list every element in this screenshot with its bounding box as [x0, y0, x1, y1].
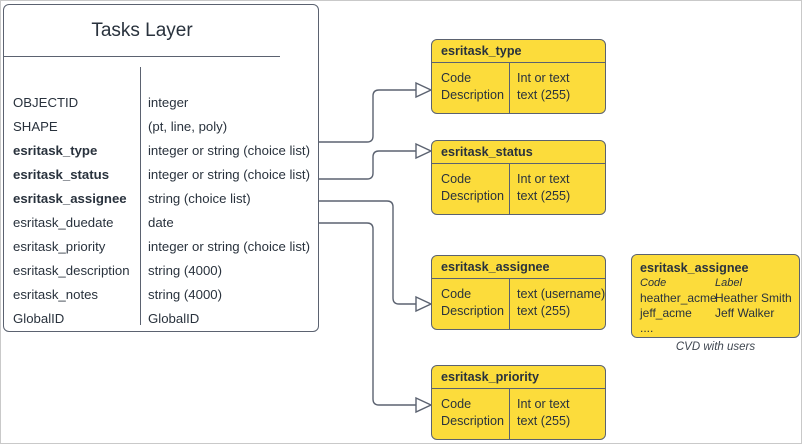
cvd-row: heather_acme Heather Smith — [640, 291, 799, 306]
lookup-fields: Code Description — [441, 396, 504, 430]
entity-tasks-layer: Tasks Layer OBJECTID integer SHAPE (pt, … — [3, 4, 319, 332]
lookup-type-code: Int or text — [517, 397, 570, 411]
table-row: esritask_duedate date — [4, 211, 318, 235]
table-row: esritask_status integer or string (choic… — [4, 163, 318, 187]
arrowhead-type — [415, 81, 433, 99]
arrowhead-assignee — [415, 295, 433, 313]
field-type: GlobalID — [148, 311, 200, 326]
table-row: OBJECTID integer — [4, 91, 318, 115]
entity-field-list: OBJECTID integer SHAPE (pt, line, poly) … — [4, 57, 318, 331]
field-name: OBJECTID — [13, 95, 79, 110]
lookup-types: Int or text text (255) — [517, 171, 570, 205]
field-type: integer — [148, 95, 189, 110]
lookup-fields: Code Description — [441, 286, 504, 320]
connector-type — [319, 89, 416, 143]
field-name: esritask_notes — [13, 287, 99, 302]
table-row: GlobalID GlobalID — [4, 307, 318, 331]
lookup-body: Code Description Int or text text (255) — [432, 164, 605, 214]
field-name: esritask_duedate — [13, 215, 114, 230]
cvd-code: heather_acme — [640, 291, 717, 305]
lookup-box-esritask-priority: esritask_priority Code Description Int o… — [431, 365, 606, 440]
lookup-type-description: text (255) — [517, 414, 571, 428]
cvd-header-code: Code — [640, 277, 667, 289]
lookup-field-description: Description — [441, 414, 504, 428]
cvd-row: jeff_acme Jeff Walker — [640, 306, 799, 321]
field-type: string (4000) — [148, 287, 223, 302]
table-row: esritask_notes string (4000) — [4, 283, 318, 307]
arrowhead-priority — [415, 396, 433, 414]
lookup-field-description: Description — [441, 304, 504, 318]
field-name: esritask_priority — [13, 239, 106, 254]
lookup-type-code: text (username) — [517, 287, 606, 301]
lookup-field-code: Code — [441, 172, 472, 186]
lookup-field-code: Code — [441, 287, 472, 301]
lookup-body: Code Description Int or text text (255) — [432, 389, 605, 439]
lookup-column-divider — [509, 389, 510, 439]
cvd-code: .... — [640, 321, 654, 335]
field-type: string (choice list) — [148, 191, 251, 206]
table-row: SHAPE (pt, line, poly) — [4, 115, 318, 139]
table-row: esritask_type integer or string (choice … — [4, 139, 318, 163]
lookup-box-esritask-assignee: esritask_assignee Code Description text … — [431, 255, 606, 330]
field-name: esritask_description — [13, 263, 130, 278]
lookup-type-description: text (255) — [517, 304, 571, 318]
lookup-title: esritask_type — [432, 40, 605, 63]
field-name: esritask_status — [13, 167, 110, 182]
table-row: esritask_assignee string (choice list) — [4, 187, 318, 211]
cvd-label: Heather Smith — [715, 291, 792, 305]
lookup-field-description: Description — [441, 189, 504, 203]
lookup-types: Int or text text (255) — [517, 396, 570, 430]
field-type: integer or string (choice list) — [148, 167, 310, 182]
lookup-type-code: Int or text — [517, 172, 570, 186]
lookup-title: esritask_assignee — [432, 256, 605, 279]
lookup-field-description: Description — [441, 88, 504, 102]
lookup-body: Code Description Int or text text (255) — [432, 63, 605, 113]
connector-assignee — [319, 200, 416, 305]
lookup-column-divider — [509, 63, 510, 113]
field-name: GlobalID — [13, 311, 65, 326]
field-type: integer or string (choice list) — [148, 143, 310, 158]
cvd-table: Code Label heather_acme Heather Smith je… — [640, 276, 799, 336]
cvd-row: .... — [640, 321, 799, 336]
lookup-title: esritask_status — [432, 141, 605, 164]
lookup-type-description: text (255) — [517, 88, 571, 102]
lookup-type-code: Int or text — [517, 71, 570, 85]
table-row: esritask_description string (4000) — [4, 259, 318, 283]
arrowhead-status — [415, 142, 433, 160]
lookup-box-esritask-type: esritask_type Code Description Int or te… — [431, 39, 606, 114]
lookup-field-code: Code — [441, 71, 472, 85]
field-name: SHAPE — [13, 119, 58, 134]
lookup-types: text (username) text (255) — [517, 286, 605, 320]
cvd-caption: CVD with users — [675, 341, 756, 353]
lookup-title: esritask_priority — [432, 366, 605, 389]
lookup-types: Int or text text (255) — [517, 70, 570, 104]
lookup-fields: Code Description — [441, 171, 504, 205]
lookup-fields: Code Description — [441, 70, 504, 104]
cvd-header-label: Label — [715, 277, 742, 289]
cvd-sample-box: esritask_assignee Code Label heather_acm… — [631, 254, 800, 338]
lookup-body: Code Description text (username) text (2… — [432, 279, 605, 329]
connector-status — [319, 150, 416, 180]
cvd-header-row: Code Label — [640, 276, 799, 291]
entity-column-divider — [140, 67, 141, 325]
field-type: integer or string (choice list) — [148, 239, 310, 254]
field-type: date — [148, 215, 174, 230]
cvd-label: Jeff Walker — [715, 306, 775, 320]
field-type: string (4000) — [148, 263, 223, 278]
lookup-type-description: text (255) — [517, 189, 571, 203]
lookup-column-divider — [509, 164, 510, 214]
lookup-column-divider — [509, 279, 510, 329]
field-name: esritask_type — [13, 143, 98, 158]
cvd-title: esritask_assignee — [640, 261, 749, 275]
cvd-code: jeff_acme — [640, 306, 692, 320]
field-type: (pt, line, poly) — [148, 119, 228, 134]
field-name: esritask_assignee — [13, 191, 127, 206]
entity-title: Tasks Layer — [4, 5, 280, 57]
lookup-box-esritask-status: esritask_status Code Description Int or … — [431, 140, 606, 215]
table-row: esritask_priority integer or string (cho… — [4, 235, 318, 259]
lookup-field-code: Code — [441, 397, 472, 411]
connector-priority — [319, 222, 416, 406]
